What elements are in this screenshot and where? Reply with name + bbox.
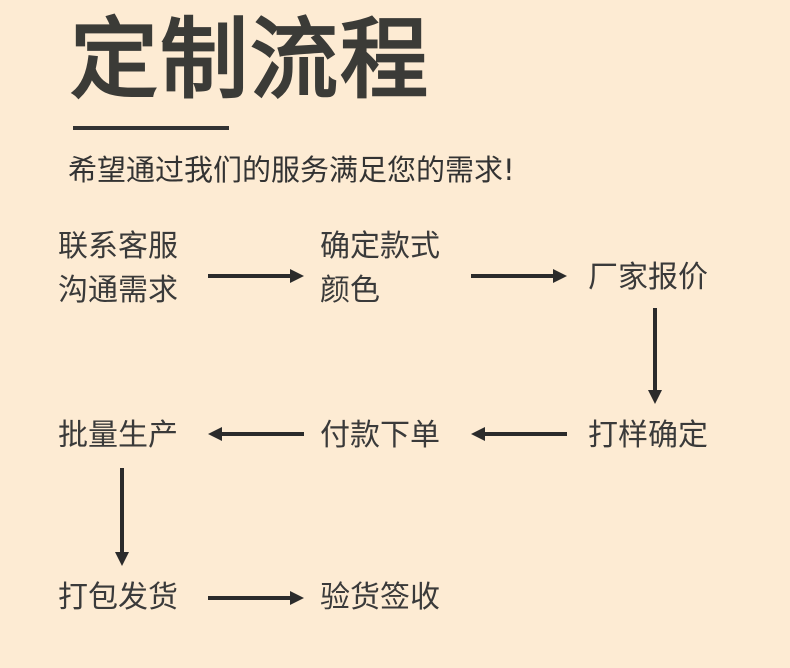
page-title: 定制流程 xyxy=(70,8,431,111)
step-factory-quote: 厂家报价 xyxy=(588,260,708,295)
step-contact-service: 联系客服 沟通需求 xyxy=(58,225,178,313)
arrow-right-icon xyxy=(208,269,304,283)
page-subtitle: 希望通过我们的服务满足您的需求! xyxy=(68,153,515,187)
step-contact-service-line2: 沟通需求 xyxy=(58,273,178,308)
step-pack-ship: 打包发货 xyxy=(58,580,178,615)
step-mass-production: 批量生产 xyxy=(58,418,178,453)
step-payment-order: 付款下单 xyxy=(320,418,440,453)
step-sample-confirm: 打样确定 xyxy=(588,418,708,453)
arrow-right-icon xyxy=(208,591,304,605)
arrow-left-icon xyxy=(471,427,567,441)
title-underline xyxy=(73,126,229,130)
step-inspect-sign: 验货签收 xyxy=(320,580,440,615)
arrow-left-icon xyxy=(208,427,304,441)
step-confirm-style-line1: 确定款式 xyxy=(320,229,440,264)
step-confirm-style-line2: 颜色 xyxy=(320,273,380,308)
step-contact-service-line1: 联系客服 xyxy=(58,229,178,264)
arrow-right-icon xyxy=(471,269,567,283)
step-confirm-style: 确定款式 颜色 xyxy=(320,225,440,313)
arrow-down-icon xyxy=(648,308,662,404)
arrow-down-icon xyxy=(115,468,129,566)
